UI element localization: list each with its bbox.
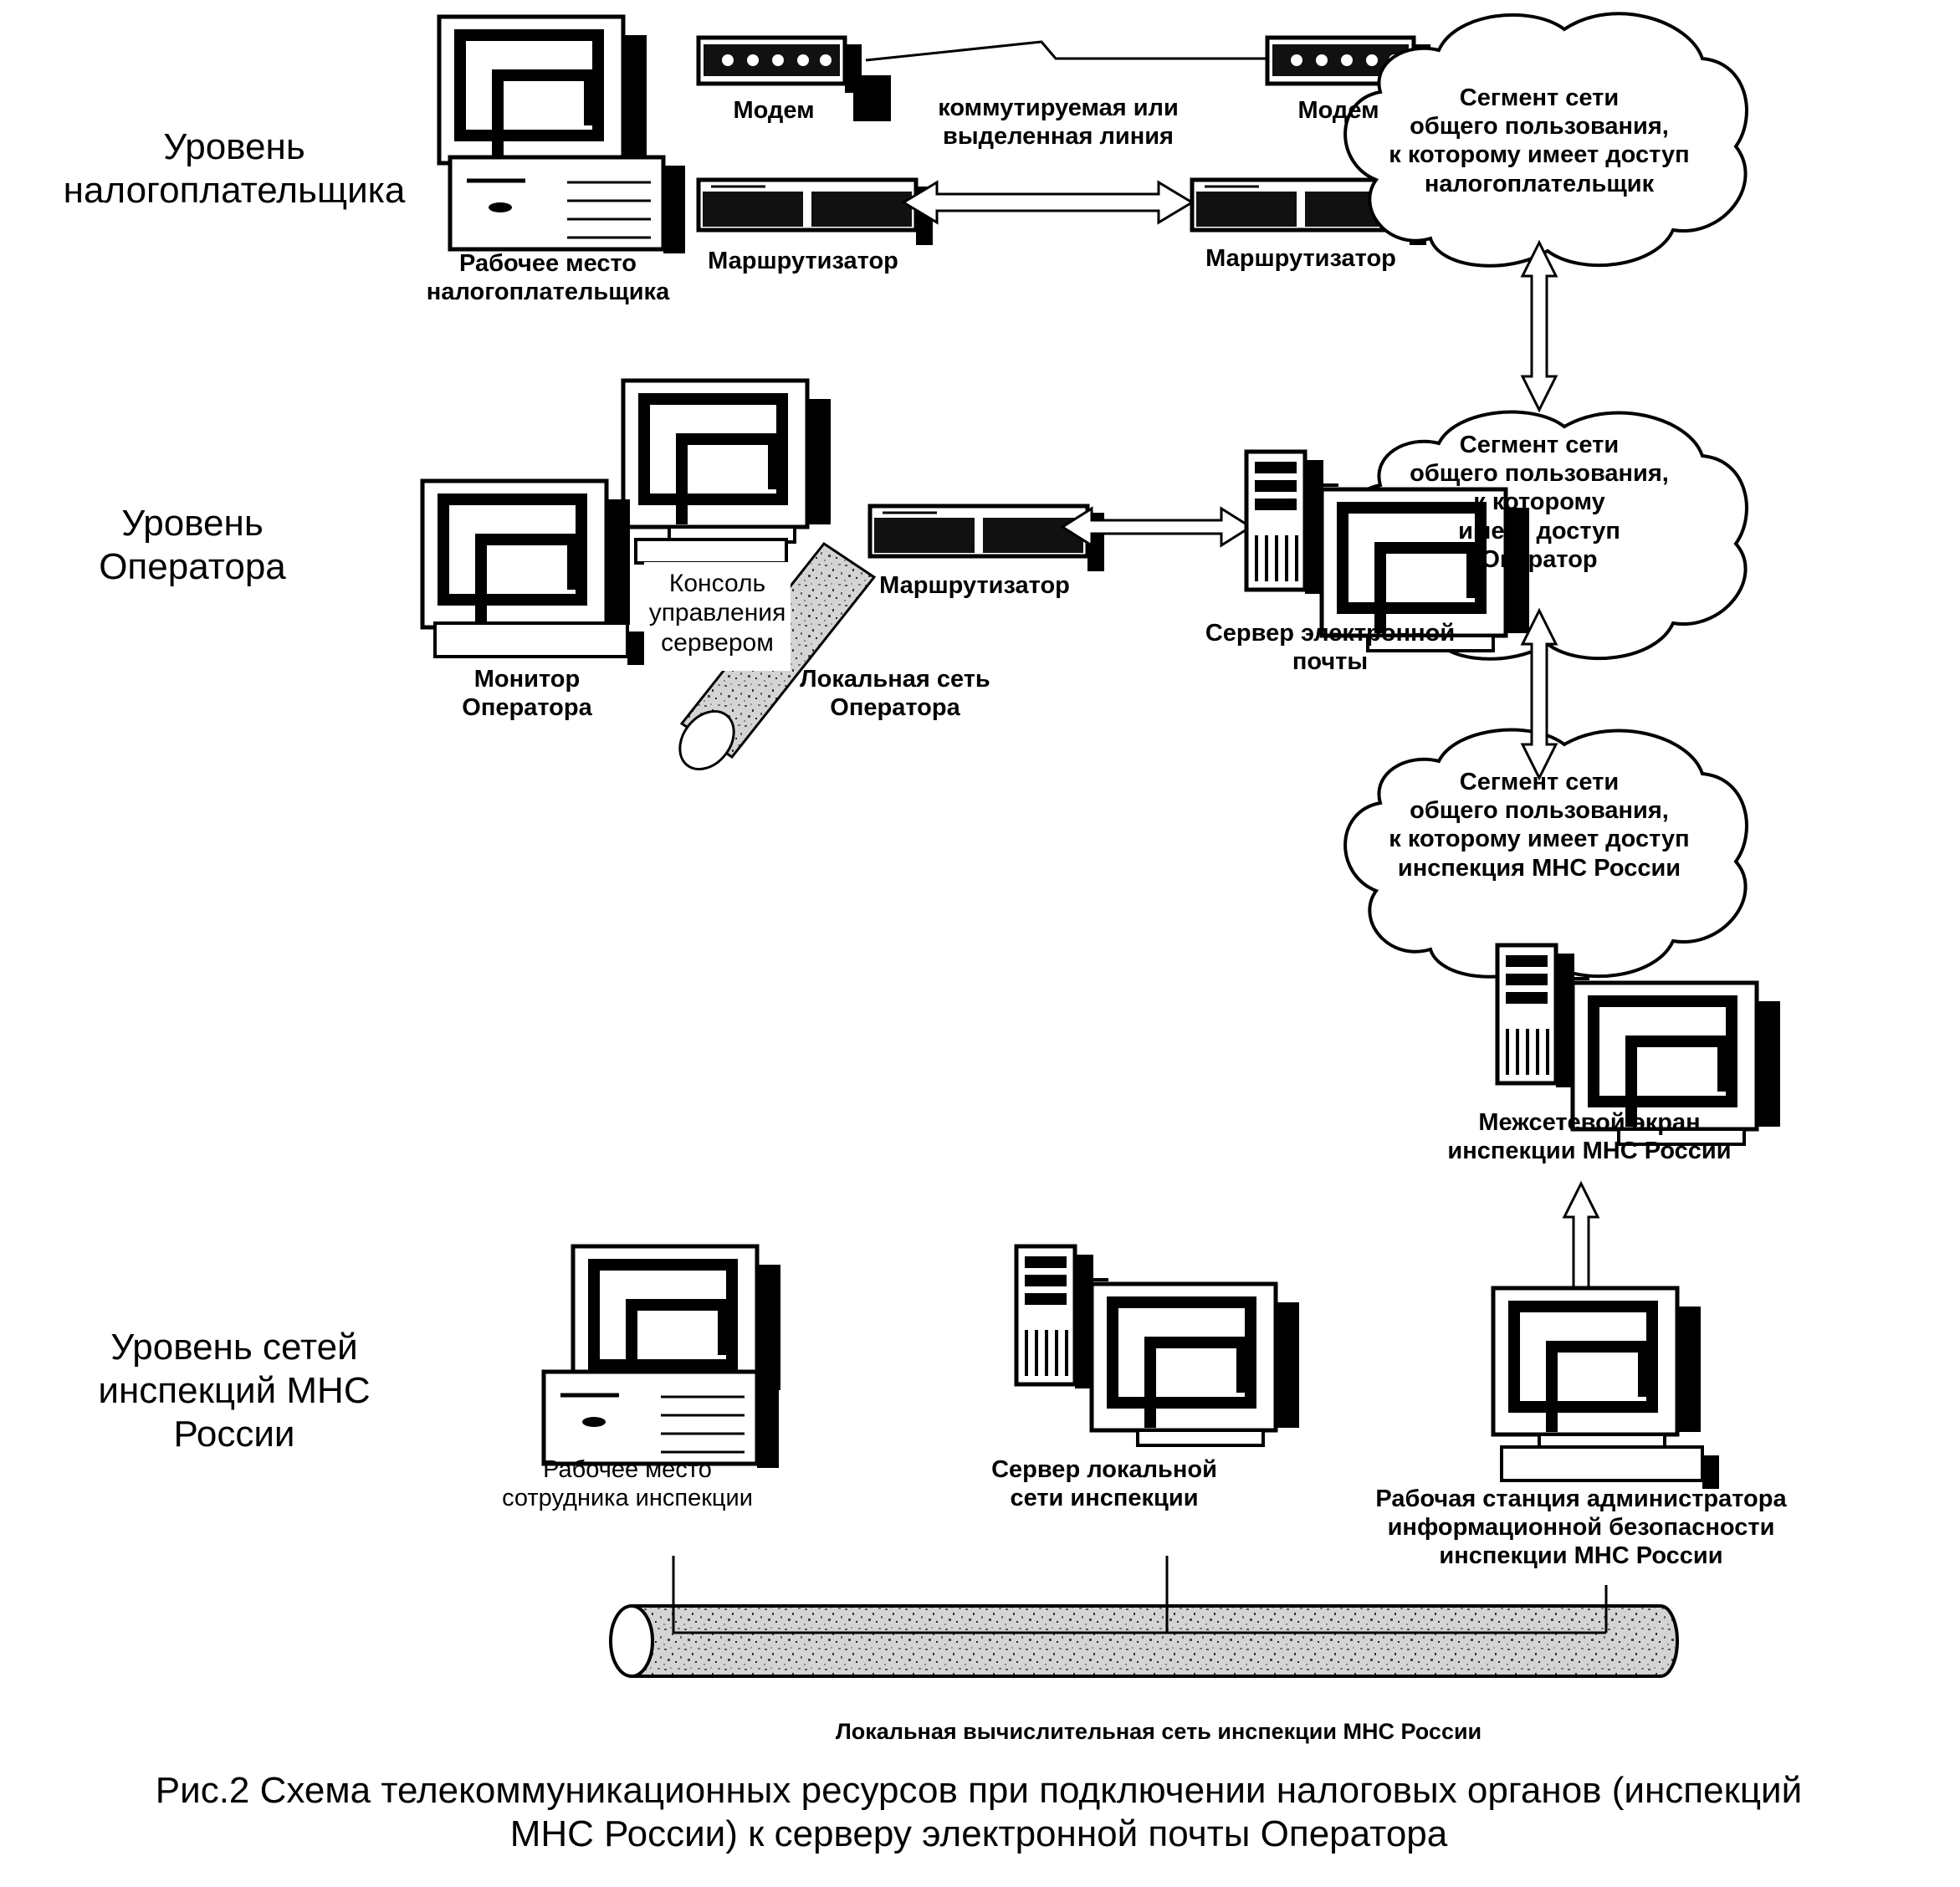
modem-right-label: Модем <box>1297 97 1379 124</box>
label-line: налогоплательщика <box>426 279 670 306</box>
label-line: Монитор <box>473 666 581 693</box>
level-line: России <box>173 1413 295 1455</box>
console-label-box <box>644 562 791 671</box>
cloud-taxpayer-shape <box>1343 12 1748 268</box>
router-operator-icon <box>870 506 1104 571</box>
level-line: Уровень сетей <box>110 1327 358 1368</box>
admin-workstation-icon <box>1493 1288 1719 1489</box>
label-line: инспекции МНС России <box>1439 1542 1723 1570</box>
label-line: Сервер локальной <box>991 1456 1217 1483</box>
level-line: налогоплательщика <box>63 169 406 211</box>
lan-server-icon <box>1016 1246 1299 1445</box>
admin-workstation-label: Рабочая станция администратора информаци… <box>1338 1485 1824 1571</box>
cloud-inspection-text: Сегмент сети общего пользования, к котор… <box>1351 768 1727 882</box>
cloud-operator-text: Сегмент сети общего пользования, к котор… <box>1351 431 1727 574</box>
taxpayer-workstation-icon <box>439 17 685 253</box>
cloud-line: налогоплательщик <box>1424 170 1655 197</box>
server-console-icon <box>623 381 831 565</box>
mail-server-label: Сервер электронной почты <box>1188 619 1472 676</box>
console-line: Консоль <box>668 570 766 597</box>
router-left-label: Маршрутизатор <box>708 248 898 274</box>
cloud-line: общего пользования, <box>1410 797 1669 825</box>
cloud-inspection-shape <box>1343 728 1748 979</box>
modem-left-label: Модем <box>733 97 815 124</box>
console-line: управления <box>648 599 786 627</box>
cloud-line: к которому <box>1473 488 1605 516</box>
double-arrow-operator-inspection <box>1521 609 1558 780</box>
router-right-label: Маршрутизатор <box>1205 245 1396 272</box>
label-line: инспекции МНС России <box>1447 1138 1732 1165</box>
figure-caption: Рис.2 Схема телекоммуникационных ресурсо… <box>17 1769 1941 1856</box>
router-left-icon <box>699 180 933 245</box>
double-arrow-taxpayer-operator <box>1521 241 1558 412</box>
label-line: Оператора <box>830 694 960 722</box>
level-title-inspection: Уровень сетей инспекций МНС России <box>50 1326 418 1456</box>
label-line: информационной безопасности <box>1387 1514 1775 1542</box>
router-operator-label: Маршрутизатор <box>879 572 1070 599</box>
console-label: Консоль управления сервером <box>644 569 791 657</box>
cloud-line: Сегмент сети <box>1459 769 1620 795</box>
label-line: Рабочее место <box>543 1456 712 1483</box>
inspection-lan-label: Локальная вычислительная сеть инспекции … <box>835 1719 1482 1744</box>
cloud-line: Оператор <box>1481 545 1598 573</box>
label-line: Оператора <box>462 694 592 722</box>
cloud-line: Сегмент сети <box>1459 432 1620 458</box>
level-title-operator: Уровень Оператора <box>25 502 360 589</box>
double-arrow-router-server <box>1060 506 1253 548</box>
label-line: почты <box>1292 648 1369 676</box>
cloud-line: к которому имеет доступ <box>1389 826 1690 853</box>
label-line: сотрудника инспекции <box>502 1485 753 1512</box>
level-line: Оператора <box>99 545 286 587</box>
operator-lan-label: Локальная сеть Оператора <box>770 665 1021 722</box>
console-line: сервером <box>661 628 774 657</box>
line-label: коммутируемая или выделенная линия <box>908 94 1209 151</box>
level-title-taxpayer: Уровень налогоплательщика <box>25 125 443 212</box>
cloud-line: к которому имеет доступ <box>1389 141 1690 169</box>
caption-line: МНС России) к серверу электронной почты … <box>509 1813 1448 1854</box>
lan-server-label: Сервер локальной сети инспекции <box>962 1455 1246 1512</box>
label-line: Межсетевой экран <box>1478 1109 1701 1136</box>
cloud-line: имеет доступ <box>1458 517 1620 545</box>
label-line: сети инспекции <box>1010 1485 1199 1512</box>
operator-monitor-icon <box>422 481 644 665</box>
label-line: Локальная сеть <box>800 666 990 693</box>
level-line: Уровень <box>163 126 305 167</box>
line-label-line: коммутируемая или <box>938 95 1179 121</box>
level-line: инспекций МНС <box>98 1369 371 1411</box>
taxpayer-workstation-label: Рабочее место налогоплательщика <box>410 249 686 306</box>
label-line: Сервер электронной <box>1205 620 1456 647</box>
label-line: Рабочая станция администратора <box>1375 1486 1787 1512</box>
inspection-lan-cable <box>609 1556 1679 1678</box>
firewall-label: Межсетевой экран инспекции МНС России <box>1422 1108 1757 1165</box>
cloud-line: инспекция МНС России <box>1397 854 1681 882</box>
cloud-line: общего пользования, <box>1410 460 1669 488</box>
cloud-taxpayer-text: Сегмент сети общего пользования, к котор… <box>1351 84 1727 198</box>
level-line: Уровень <box>121 503 264 544</box>
line-label-line: выделенная линия <box>943 123 1174 151</box>
cloud-line: общего пользования, <box>1410 113 1669 141</box>
caption-line: Рис.2 Схема телекоммуникационных ресурсо… <box>155 1770 1803 1811</box>
cloud-line: Сегмент сети <box>1459 84 1620 111</box>
leased-line <box>865 40 1267 62</box>
employee-workstation-label: Рабочее место сотрудника инспекции <box>485 1455 770 1512</box>
label-line: Рабочее место <box>458 250 637 277</box>
employee-workstation-icon <box>544 1246 780 1468</box>
operator-monitor-label: Монитор Оператора <box>422 665 632 722</box>
double-arrow-routers <box>901 180 1195 225</box>
